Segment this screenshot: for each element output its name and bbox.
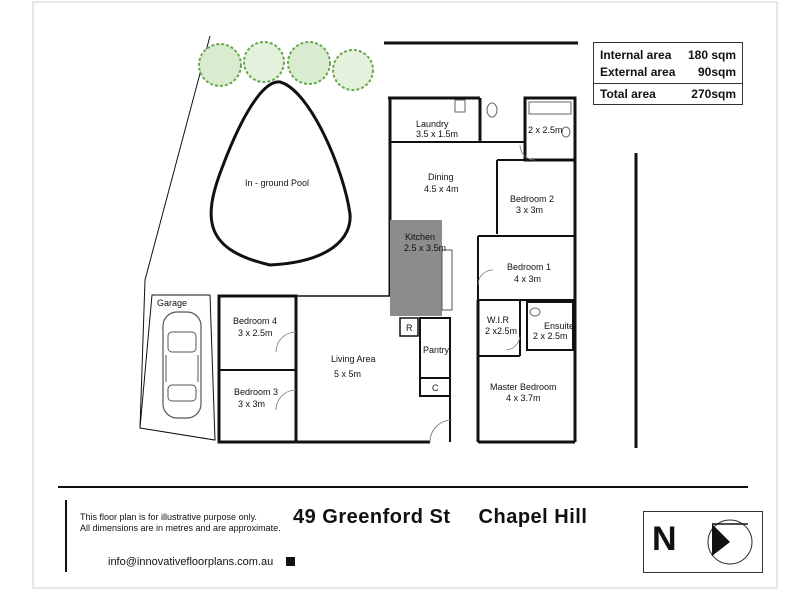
total-area-label: Total area	[600, 87, 656, 101]
toilet-icon	[486, 102, 498, 118]
garage-label: Garage	[157, 298, 187, 308]
compass-icon	[707, 519, 753, 565]
external-area-label: External area	[600, 65, 676, 79]
disclaimer-line-2: All dimensions are in metres and are app…	[80, 523, 281, 533]
bedroom2-name: Bedroom 2	[510, 194, 554, 204]
disclaimer-line-1: This floor plan is for illustrative purp…	[80, 512, 257, 522]
ensuite-size: 2 x 2.5m	[533, 331, 568, 341]
contact-email-link[interactable]: info@innovativefloorplans.com.au	[108, 556, 274, 568]
area-summary: Internal area 180 sqm External area 90sq…	[593, 42, 743, 105]
kitchen-size: 2.5 x 3.5m	[404, 243, 446, 253]
master-name: Master Bedroom	[490, 382, 557, 392]
tree-icon	[332, 49, 374, 91]
bath-size: 2 x 2.5m	[528, 125, 563, 135]
bedroom2-size: 3 x 3m	[516, 205, 543, 215]
basin-icon	[561, 126, 571, 138]
bedroom4-name: Bedroom 4	[233, 316, 277, 326]
internal-area-value: 180 sqm	[687, 48, 736, 62]
laundry-size: 3.5 x 1.5m	[416, 129, 458, 139]
disclaimer: This floor plan is for illustrative purp…	[80, 512, 290, 534]
pantry-label: Pantry	[423, 345, 450, 355]
external-area-row: External area 90sqm	[594, 64, 742, 81]
property-address: 49 Greenford St Chapel Hill	[293, 506, 615, 529]
car-icon	[162, 311, 202, 419]
fridge-label: R	[406, 323, 413, 333]
kitchen-name: Kitchen	[405, 232, 435, 242]
cupboard-label: C	[432, 383, 439, 393]
bath-fixtures	[454, 99, 572, 317]
bedroom3-size: 3 x 3m	[238, 399, 265, 409]
house-walls	[217, 96, 577, 444]
bedroom1-name: Bedroom 1	[507, 262, 551, 272]
bedroom4-size: 3 x 2.5m	[238, 328, 273, 338]
address-street: 49 Greenford St	[293, 506, 451, 528]
pool-label: In - ground Pool	[245, 178, 309, 188]
tree-icon	[287, 41, 331, 85]
square-marker-icon	[286, 557, 295, 566]
dining-size: 4.5 x 4m	[424, 184, 459, 194]
area-summary-top: Internal area 180 sqm External area 90sq…	[593, 42, 743, 83]
internal-area-label: Internal area	[600, 48, 672, 62]
ensuite-name: Ensuite	[544, 321, 574, 331]
ensuite-basin-icon	[529, 307, 541, 317]
kitchen-floor	[390, 220, 442, 316]
external-area-value: 90sqm	[697, 65, 736, 79]
master-size: 4 x 3.7m	[506, 393, 541, 403]
north-indicator: N	[643, 511, 763, 573]
tree-icon	[243, 41, 285, 83]
pool-outline	[209, 80, 352, 267]
page-frame	[32, 1, 778, 589]
kitchen-bench	[441, 249, 453, 311]
address-suburb: Chapel Hill	[478, 506, 588, 528]
bedroom3-name: Bedroom 3	[234, 387, 278, 397]
wir-name: W.I.R	[487, 315, 509, 325]
wir-size: 2 x2.5m	[485, 326, 517, 336]
tree-icon	[198, 43, 242, 87]
north-label: N	[652, 520, 677, 558]
bedroom1-size: 4 x 3m	[514, 274, 541, 284]
internal-area-row: Internal area 180 sqm	[594, 47, 742, 64]
total-area-value: 270sqm	[691, 87, 736, 101]
living-size: 5 x 5m	[334, 369, 361, 379]
trees	[198, 41, 374, 91]
door-swings	[275, 144, 536, 443]
dining-name: Dining	[428, 172, 454, 182]
living-name: Living Area	[331, 354, 376, 364]
laundry-name: Laundry	[416, 119, 449, 129]
total-area-row: Total area 270sqm	[593, 83, 743, 105]
